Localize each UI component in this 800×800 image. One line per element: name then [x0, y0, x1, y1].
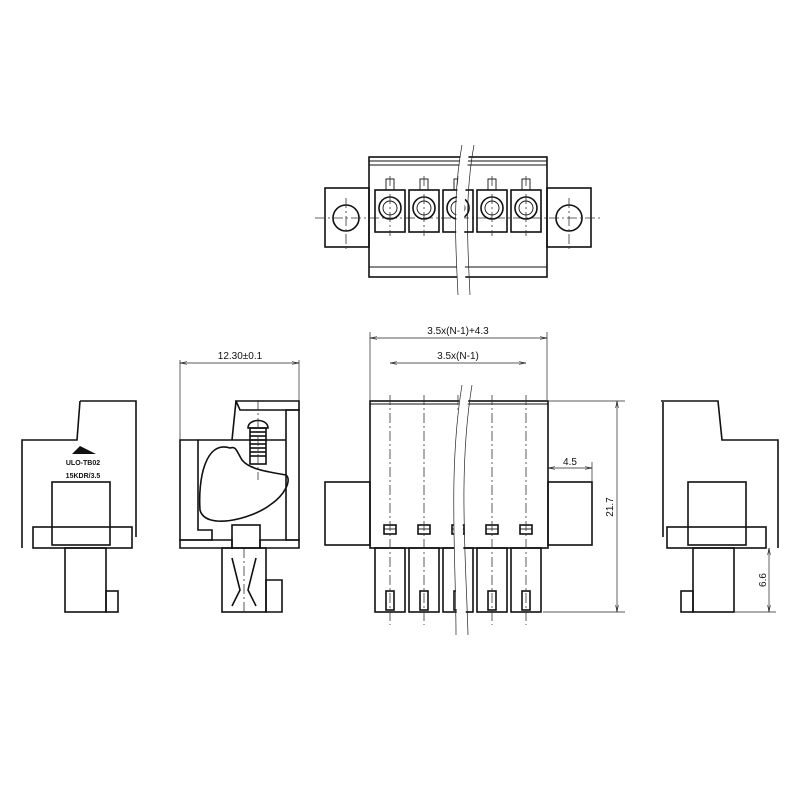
section-view: 12.30±0.1	[179, 351, 300, 613]
left-side-view: ULO-TB02 15KDR/3.5	[21, 400, 137, 613]
terminal-5	[510, 176, 542, 236]
depth-label: 12.30±0.1	[218, 351, 263, 362]
front-dimensions: 3.5x(N-1)+4.3 3.5x(N-1) 4.5 21.7	[369, 326, 625, 613]
pin-2	[408, 395, 440, 625]
left-mounting-flange	[324, 187, 370, 248]
flange-width-label: 4.5	[563, 457, 577, 468]
model-marking: ULO-TB02	[66, 460, 100, 467]
pitch-span-label: 3.5x(N-1)	[437, 351, 479, 362]
terminal-4	[476, 176, 508, 236]
pin-5	[510, 395, 542, 625]
pin-length-label: 6.6	[758, 573, 769, 587]
front-view	[324, 395, 593, 625]
rating-marking: 15KDR/3.5	[66, 473, 101, 480]
right-side-view: 6.6	[661, 400, 779, 613]
terminal-1	[374, 176, 406, 236]
pin-4	[476, 395, 508, 625]
overall-width-label: 3.5x(N-1)+4.3	[427, 326, 489, 337]
height-label: 21.7	[605, 497, 616, 517]
terminal-2	[408, 176, 440, 236]
brand-logo	[72, 446, 96, 454]
top-view	[315, 156, 600, 278]
pin-1	[374, 395, 406, 625]
